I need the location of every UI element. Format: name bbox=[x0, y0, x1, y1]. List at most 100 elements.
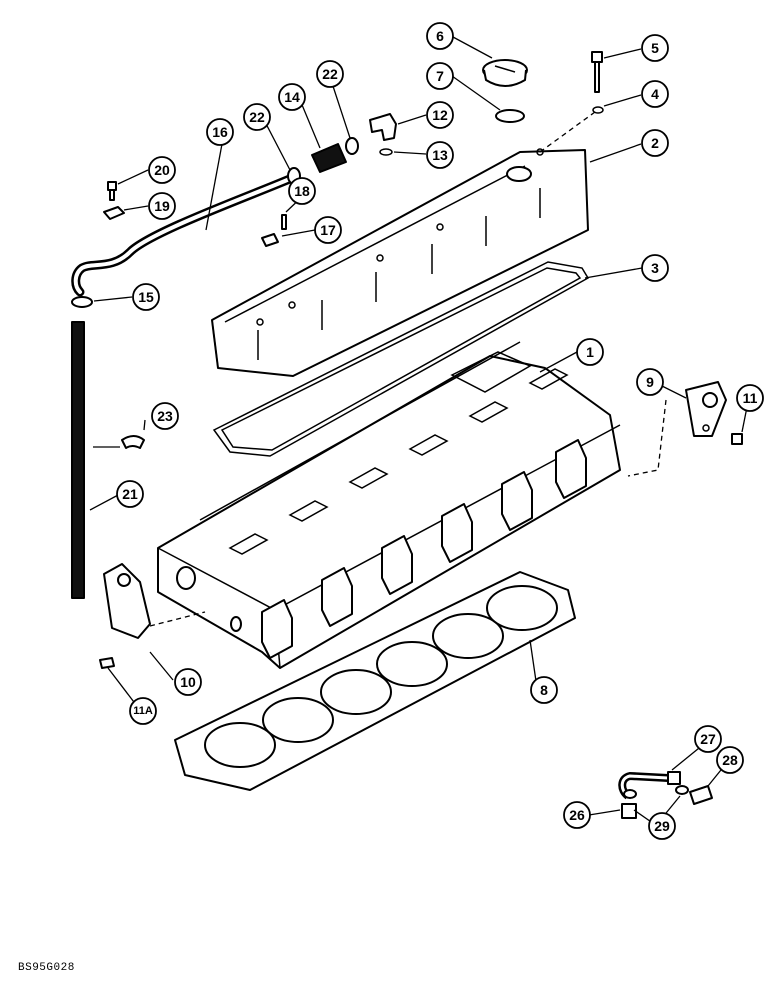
connector-28 bbox=[689, 785, 713, 805]
callout-label: 7 bbox=[436, 68, 444, 84]
callout-circle bbox=[648, 812, 676, 840]
o-ring-13 bbox=[379, 148, 393, 156]
callout-circle bbox=[316, 60, 344, 88]
lifting-bracket-9 bbox=[685, 381, 727, 437]
callout-9: 9 bbox=[636, 368, 664, 396]
callout-layer: 123456789101111A121314151617181920212222… bbox=[116, 22, 764, 840]
callout-circle bbox=[563, 801, 591, 829]
callout-circle bbox=[641, 80, 669, 108]
callout-circle bbox=[426, 101, 454, 129]
callout-label: 23 bbox=[157, 408, 173, 424]
callout-label: 1 bbox=[586, 344, 594, 360]
breather-elbow-12 bbox=[369, 113, 397, 141]
callout-label: 11A bbox=[133, 705, 153, 717]
callout-8: 8 bbox=[530, 676, 558, 704]
dipstick-tube bbox=[71, 321, 85, 599]
callout-label: 11 bbox=[743, 390, 758, 406]
callout-label: 22 bbox=[322, 66, 338, 82]
callout-circle bbox=[426, 22, 454, 50]
callout-circle bbox=[576, 338, 604, 366]
callout-circle bbox=[716, 746, 744, 774]
callout-circle bbox=[151, 402, 179, 430]
callout-23: 23 bbox=[151, 402, 179, 430]
callout-label: 22 bbox=[249, 109, 265, 125]
callout-2: 2 bbox=[641, 129, 669, 157]
callout-circle bbox=[641, 129, 669, 157]
callout-circle bbox=[694, 725, 722, 753]
callout-label: 2 bbox=[651, 135, 659, 151]
callout-29: 29 bbox=[648, 812, 676, 840]
callout-label: 10 bbox=[180, 674, 196, 690]
callout-circle bbox=[206, 118, 234, 146]
callout-label: 27 bbox=[700, 731, 716, 747]
callout-circle bbox=[288, 177, 316, 205]
callout-3: 3 bbox=[641, 254, 669, 282]
callout-7: 7 bbox=[426, 62, 454, 90]
bolt-11 bbox=[731, 433, 743, 445]
callout-10: 10 bbox=[174, 668, 202, 696]
callout-circle bbox=[641, 34, 669, 62]
callout-12: 12 bbox=[426, 101, 454, 129]
callout-18: 18 bbox=[288, 177, 316, 205]
callout-circle bbox=[314, 216, 342, 244]
callout-circle bbox=[426, 141, 454, 169]
callout-label: 14 bbox=[284, 89, 300, 105]
breather-hose bbox=[71, 173, 297, 308]
callout-circle bbox=[148, 156, 176, 184]
callout-label: 8 bbox=[540, 682, 548, 698]
callout-label: 13 bbox=[432, 147, 448, 163]
callout-19: 19 bbox=[148, 192, 176, 220]
figure-code: BS95G028 bbox=[18, 962, 75, 974]
washer-4 bbox=[592, 106, 604, 114]
callout-17: 17 bbox=[314, 216, 342, 244]
oil-filler-cap-6 bbox=[482, 59, 528, 87]
callout-label: 17 bbox=[320, 222, 336, 238]
assembly-lines bbox=[149, 111, 667, 627]
head-gasket bbox=[174, 571, 576, 791]
callout-5: 5 bbox=[641, 34, 669, 62]
callout-21: 21 bbox=[116, 480, 144, 508]
callout-20: 20 bbox=[148, 156, 176, 184]
callout-22a: 22 bbox=[243, 103, 271, 131]
hose-fitting-14 bbox=[311, 143, 347, 173]
callout-13: 13 bbox=[426, 141, 454, 169]
callout-22b: 22 bbox=[316, 60, 344, 88]
callout-label: 20 bbox=[154, 162, 170, 178]
callout-label: 26 bbox=[569, 807, 585, 823]
callout-label: 9 bbox=[646, 374, 654, 390]
callout-11: 11 bbox=[736, 384, 764, 412]
callout-circle bbox=[641, 254, 669, 282]
callout-6: 6 bbox=[426, 22, 454, 50]
callout-26: 26 bbox=[563, 801, 591, 829]
callout-14: 14 bbox=[278, 83, 306, 111]
callout-circle bbox=[129, 697, 157, 725]
callout-label: 5 bbox=[651, 40, 659, 56]
clamp-22-right bbox=[345, 137, 359, 155]
callout-label: 29 bbox=[654, 818, 670, 834]
cover-bolt-5 bbox=[591, 51, 603, 93]
callout-circle bbox=[148, 192, 176, 220]
callout-circle bbox=[116, 480, 144, 508]
callout-4: 4 bbox=[641, 80, 669, 108]
cylinder-head bbox=[157, 341, 621, 669]
screw-18 bbox=[281, 214, 287, 230]
callout-27: 27 bbox=[694, 725, 722, 753]
callout-15: 15 bbox=[132, 283, 160, 311]
callout-label: 18 bbox=[294, 183, 310, 199]
callout-circle bbox=[278, 83, 306, 111]
callout-label: 21 bbox=[122, 486, 138, 502]
callout-label: 19 bbox=[154, 198, 170, 214]
lifting-bracket-10 bbox=[103, 563, 151, 639]
callout-circle bbox=[132, 283, 160, 311]
screw-20 bbox=[107, 181, 117, 201]
callout-label: 16 bbox=[212, 124, 228, 140]
callout-label: 12 bbox=[432, 107, 448, 123]
washer-29 bbox=[623, 785, 689, 799]
callout-label: 3 bbox=[651, 260, 659, 276]
callout-circle bbox=[530, 676, 558, 704]
callout-circle bbox=[736, 384, 764, 412]
callout-label: 6 bbox=[436, 28, 444, 44]
callout-28: 28 bbox=[716, 746, 744, 774]
bolt-11a bbox=[99, 657, 115, 669]
